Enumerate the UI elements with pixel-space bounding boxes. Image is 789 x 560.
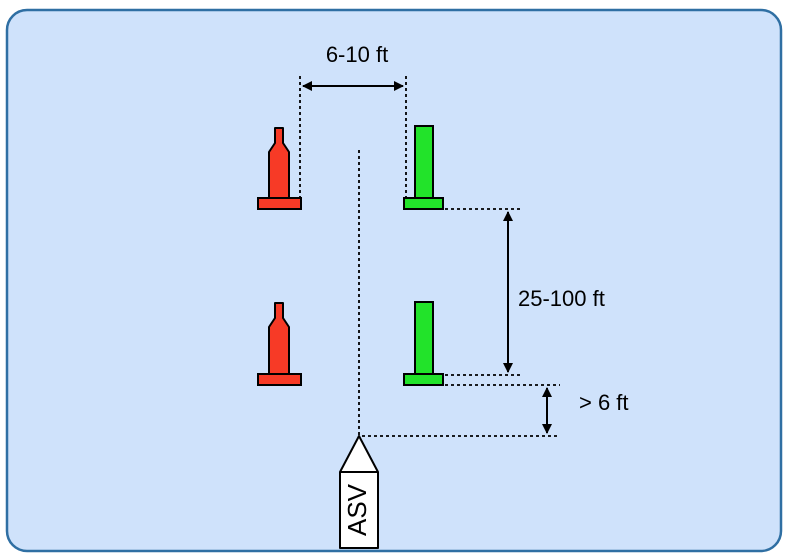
green-buoy-icon [403,301,444,386]
gate-width-label: 6-10 ft [326,42,388,67]
buoy-spacing-dimension: 25-100 ft [445,208,605,376]
gate-width-dimension: 6-10 ft [299,42,407,198]
asv-boat-icon: ASV [339,435,379,549]
green-buoy-icon [403,125,444,210]
red-buoy-icon [257,127,302,210]
approach-distance-label: > 6 ft [579,390,629,415]
approach-distance-dimension: > 6 ft [362,384,629,437]
buoy-spacing-label: 25-100 ft [518,286,605,311]
red-buoy-icon [257,302,302,386]
asv-label: ASV [342,483,372,536]
background-panel [5,8,783,553]
